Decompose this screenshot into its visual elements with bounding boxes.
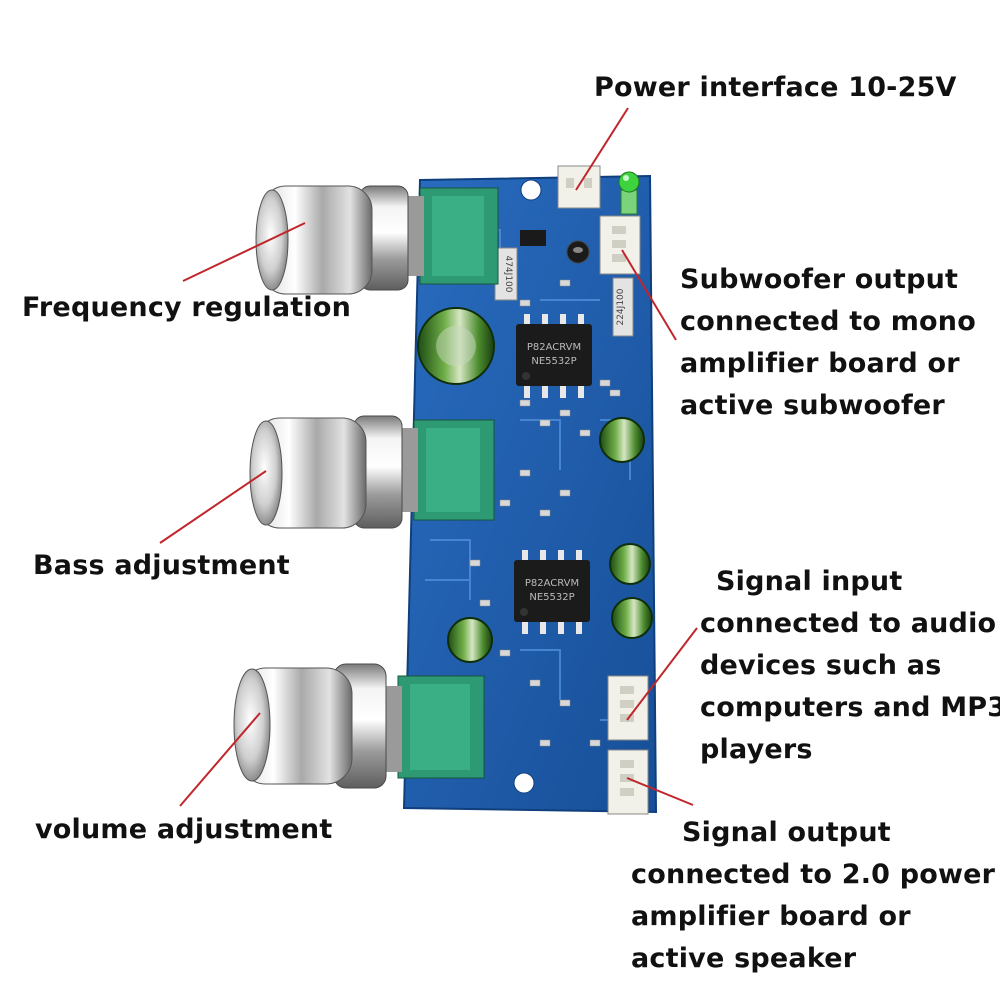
electrolytic-capacitor	[447, 617, 493, 663]
label-line: Signal input	[716, 566, 903, 597]
svg-text:474J100: 474J100	[503, 255, 513, 292]
label-line: Bass adjustment	[33, 550, 290, 581]
label-line: Frequency regulation	[22, 292, 352, 323]
svg-text:NE5532P: NE5532P	[531, 356, 576, 367]
electrolytic-capacitor	[611, 597, 653, 639]
small-capacitor	[566, 240, 590, 264]
volume-potentiometer	[233, 663, 485, 789]
label-line: active subwoofer	[680, 390, 945, 421]
smd-components	[469, 259, 631, 747]
label-subwoofer-output: Subwoofer output connected to mono ampli…	[680, 259, 976, 427]
bass-potentiometer	[249, 415, 495, 529]
leader-line-subwoofer	[621, 249, 677, 341]
label-line: computers and MP3	[700, 692, 1000, 723]
leader-line-frequency	[182, 222, 306, 282]
op-amp-chip: P82ACRVM NE5532P	[514, 550, 590, 634]
label-bass-adjustment: Bass adjustment	[33, 545, 290, 587]
svg-text:NE5532P: NE5532P	[529, 592, 574, 603]
label-line: Subwoofer output	[680, 264, 959, 295]
label-line: Signal output	[682, 817, 891, 848]
label-line: connected to 2.0 power	[631, 859, 996, 890]
leader-line-signal-input	[626, 627, 698, 721]
film-capacitor: 224J100	[612, 277, 634, 337]
label-line: amplifier board or	[631, 901, 911, 932]
label-line: active speaker	[631, 943, 857, 974]
leader-line-signal-output	[626, 777, 694, 806]
leader-line-power	[575, 107, 629, 191]
leader-line-volume	[179, 712, 261, 807]
label-line: volume adjustment	[35, 814, 333, 845]
signal-output-connector	[607, 749, 649, 815]
power-led	[618, 171, 640, 215]
leader-line-bass	[159, 470, 267, 544]
label-signal-input: Signal input connected to audio devices …	[700, 561, 1000, 771]
electrolytic-capacitor	[599, 417, 645, 463]
svg-text:224J100: 224J100	[616, 288, 626, 325]
subwoofer-connector	[599, 215, 641, 275]
mounting-hole	[520, 179, 542, 201]
electrolytic-capacitor	[609, 543, 651, 585]
label-line: Power interface 10-25V	[594, 72, 957, 103]
mounting-hole	[513, 772, 535, 794]
frequency-potentiometer	[255, 185, 499, 295]
svg-text:P82ACRVM: P82ACRVM	[525, 578, 579, 589]
label-line: devices such as	[700, 650, 942, 681]
leader-lines	[159, 107, 698, 807]
label-volume-adjustment: volume adjustment	[35, 809, 332, 851]
electrolytic-capacitor	[417, 307, 495, 385]
signal-input-connector	[607, 675, 649, 741]
label-line: connected to audio	[700, 608, 997, 639]
op-amp-chip: P82ACRVM NE5532P	[516, 314, 592, 398]
smd-diode	[520, 230, 546, 246]
svg-text:P82ACRVM: P82ACRVM	[527, 342, 581, 353]
label-line: amplifier board or	[680, 348, 960, 379]
label-line: connected to mono	[680, 306, 976, 337]
label-power-interface: Power interface 10-25V	[594, 67, 957, 109]
label-line: players	[700, 734, 813, 765]
label-frequency-regulation: Frequency regulation	[22, 287, 351, 329]
label-signal-output: Signal output connected to 2.0 power amp…	[631, 812, 995, 980]
